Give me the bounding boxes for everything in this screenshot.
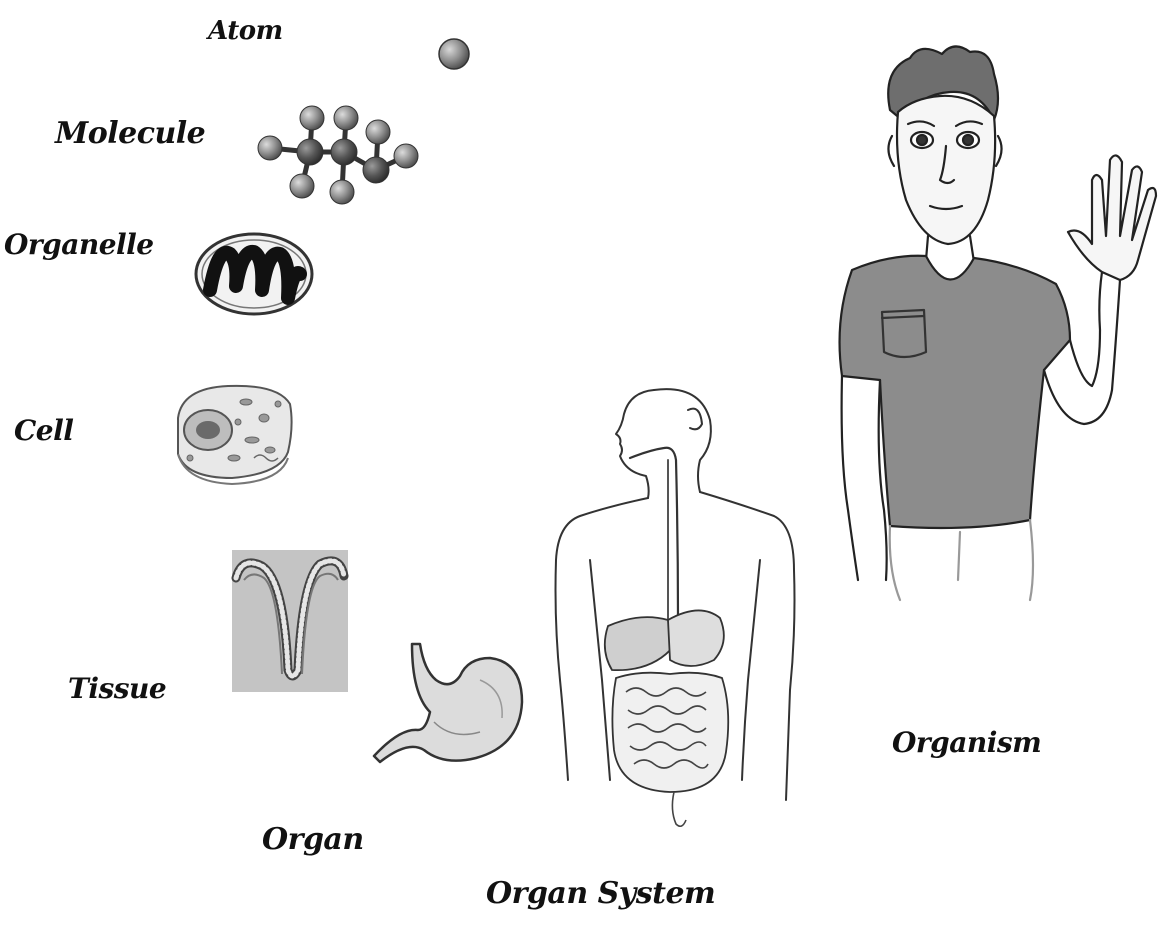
label-atom: Atom: [208, 16, 283, 46]
human-figure-icon: [830, 40, 1162, 610]
molecule-icon: [250, 100, 430, 210]
label-organ: Organ: [262, 822, 364, 857]
atom-icon: [436, 36, 472, 72]
label-organism: Organism: [892, 726, 1041, 759]
tissue-icon: [232, 550, 348, 692]
label-cell: Cell: [14, 414, 73, 447]
label-organ-system: Organ System: [486, 876, 715, 911]
mitochondrion-icon: [192, 228, 316, 320]
label-organelle: Organelle: [4, 228, 154, 261]
label-tissue: Tissue: [68, 672, 166, 705]
label-molecule: Molecule: [55, 116, 205, 151]
digestive-system-icon: [550, 380, 800, 830]
stomach-icon: [372, 640, 528, 770]
cell-icon: [168, 378, 300, 488]
